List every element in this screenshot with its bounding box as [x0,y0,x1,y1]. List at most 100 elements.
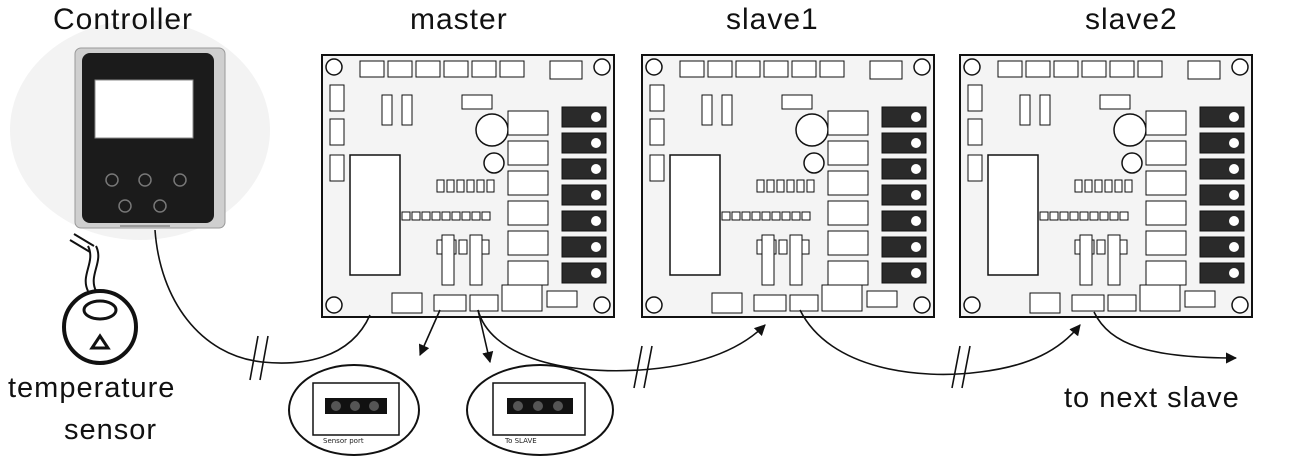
slave-port-caption: To SLAVE [505,437,537,445]
relay [827,200,869,226]
terminal [561,210,607,232]
mounting-hole [593,58,611,76]
terminal [561,132,607,154]
terminal [561,262,607,284]
next-slave-label: to next slave [1064,382,1240,414]
terminal [881,262,927,284]
top-connector [819,60,845,78]
controller-button-icon [138,173,152,187]
terminal [1199,132,1245,154]
controller-button-icon [105,173,119,187]
capacitor [803,152,825,174]
slave1-board [641,54,935,318]
capacitor [1121,152,1143,174]
top-connector [1137,60,1163,78]
terminal [1199,236,1245,258]
mounting-hole [913,296,931,314]
slave-port [789,294,819,312]
mounting-hole [325,296,343,314]
sensor-port [433,294,467,312]
temperature-label: temperature [8,372,176,404]
mounting-hole [963,58,981,76]
slave1-label: slave1 [726,3,819,36]
mounting-hole [963,296,981,314]
terminal [881,106,927,128]
relay [827,230,869,256]
capacitor [475,113,509,147]
master-board [321,54,615,318]
top-connector [471,60,497,78]
top-connector [707,60,733,78]
terminal [1199,210,1245,232]
relay [827,140,869,166]
relay [827,110,869,136]
sensor-label: sensor [64,414,158,446]
wire-break-marker [633,345,653,389]
wire-break-marker [951,345,971,389]
callout-slave-port [466,364,614,456]
top-connector [763,60,789,78]
terminal [881,158,927,180]
terminal [561,184,607,206]
relay [507,230,549,256]
terminal [1199,158,1245,180]
relay [507,110,549,136]
relay [1145,230,1187,256]
relay [1145,170,1187,196]
main-ic [349,154,401,276]
to-next-slave-wire [1093,311,1238,364]
main-ic [669,154,721,276]
top-connector [791,60,817,78]
main-ic [987,154,1039,276]
sensor-port [1071,294,1105,312]
terminal [881,132,927,154]
slave-port [469,294,499,312]
top-connector [359,60,385,78]
top-connector [499,60,525,78]
top-connector [415,60,441,78]
mounting-hole [645,58,663,76]
top-connector [679,60,705,78]
controller-button-icon [118,199,132,213]
slave1-to-slave2-wire [799,309,1081,376]
terminal [881,236,927,258]
master-to-slave1-wire [477,309,766,372]
wire-break-marker [249,335,269,381]
relay [507,260,549,286]
top-connector [735,60,761,78]
top-connector [1081,60,1107,78]
controller-screen [94,79,194,139]
controller-button-icon [153,199,167,213]
sensor-cable-break [69,233,95,253]
top-connector [443,60,469,78]
top-connector [1109,60,1135,78]
controller-label: Controller [53,3,194,36]
relay [507,170,549,196]
capacitor [483,152,505,174]
terminal [1199,106,1245,128]
sensor-callout-arrow [418,309,441,357]
relay [507,140,549,166]
relay [827,260,869,286]
callout-sensor-port [288,364,420,456]
top-connector [1053,60,1079,78]
power-icon [173,173,187,187]
sensor-port-caption: Sensor port [323,437,364,445]
relay [1145,200,1187,226]
mounting-hole [645,296,663,314]
relay [1145,260,1187,286]
terminal [561,236,607,258]
mounting-hole [1231,296,1249,314]
top-connector [997,60,1023,78]
relay [1145,110,1187,136]
terminal [561,106,607,128]
mounting-hole [913,58,931,76]
top-connector [1025,60,1051,78]
slave2-label: slave2 [1085,3,1178,36]
terminal [1199,262,1245,284]
top-connector [387,60,413,78]
controller-to-master-wire [154,229,371,364]
slave-port [1107,294,1137,312]
